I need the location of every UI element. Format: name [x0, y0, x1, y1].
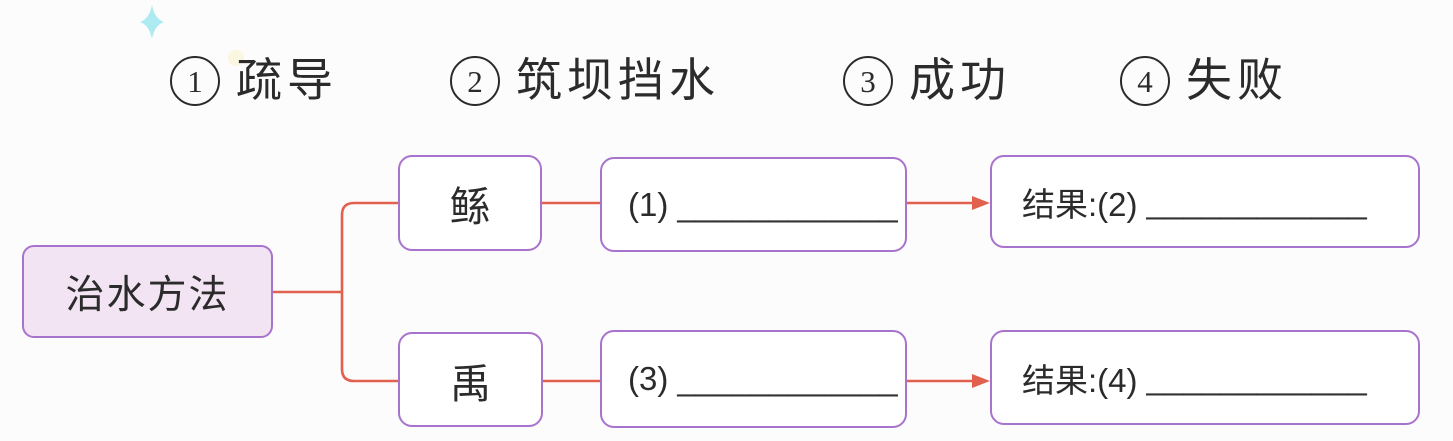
result-node-2: 结果:(4) ____________	[990, 330, 1420, 425]
legend-label: 失败	[1186, 55, 1288, 106]
result-label: 结果:(2)	[1022, 185, 1138, 223]
legend-label: 成功	[909, 55, 1011, 106]
step-node-2: (3) ____________	[600, 330, 907, 428]
person-node-label: 鲧	[449, 184, 491, 230]
step-node-1: (1) ____________	[600, 157, 907, 252]
legend-label: 疏导	[236, 55, 338, 106]
result-label: 结果:(4)	[1022, 361, 1138, 399]
legend-item-1: 1 疏导	[170, 55, 338, 107]
fill-in-blank: ____________	[1146, 358, 1367, 396]
sparkle-icon	[140, 5, 164, 39]
circled-number-icon: 4	[1120, 56, 1170, 106]
fill-in-blank: ____________	[677, 185, 898, 223]
person-node-label: 禹	[450, 360, 491, 407]
person-node-yu: 禹	[398, 332, 543, 427]
fill-in-blank: ____________	[677, 360, 898, 397]
person-node-gun: 鲧	[398, 155, 542, 251]
circled-number-icon: 2	[450, 56, 500, 106]
root-node-label: 治水方法	[65, 273, 230, 317]
fill-in-blank: ____________	[1146, 182, 1367, 220]
legend-item-3: 3 成功	[843, 55, 1011, 107]
step-label: (1)	[628, 185, 669, 223]
sparkle-dot	[228, 50, 244, 66]
legend-label: 筑坝挡水	[516, 55, 720, 106]
legend-item-2: 2 筑坝挡水	[450, 55, 720, 107]
arrowhead-icon	[972, 196, 990, 210]
legend-item-4: 4 失败	[1120, 55, 1288, 107]
root-node: 治水方法	[22, 245, 273, 338]
connector-branch-fork	[340, 201, 398, 383]
circled-number-icon: 1	[170, 56, 220, 106]
circled-number-icon: 3	[843, 56, 893, 106]
arrowhead-icon	[972, 374, 990, 388]
result-node-1: 结果:(2) ____________	[990, 155, 1420, 248]
step-label: (3)	[628, 360, 669, 397]
